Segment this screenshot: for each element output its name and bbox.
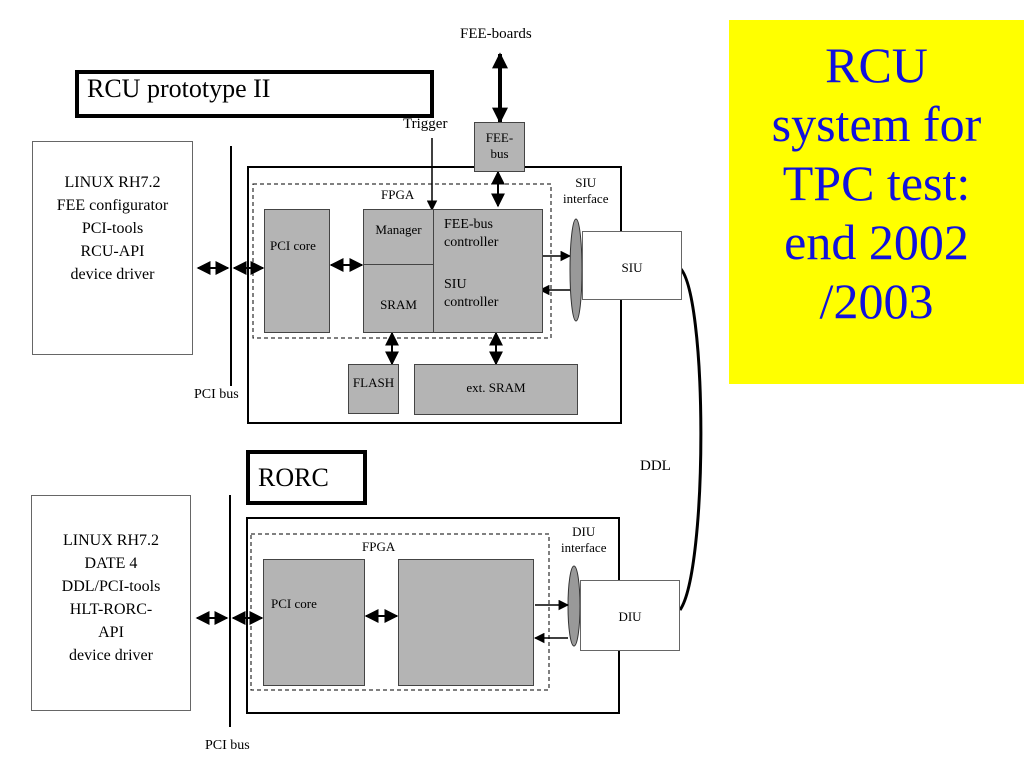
rcu-host-line: FEE configurator [56, 197, 169, 214]
rcu-host-line: device driver [70, 266, 155, 283]
rcu-pci-core-box: PCI core [264, 209, 330, 333]
siu-controller-line: controller [444, 295, 499, 310]
rorc-host-line: DATE 4 [84, 555, 138, 572]
rcu-host-line: PCI-tools [81, 220, 144, 237]
rcu-host-box: LINUX RH7.2 FEE configurator PCI-tools R… [32, 141, 193, 355]
fee-boards-label: FEE-boards [460, 26, 532, 42]
rorc-fpga-label: FPGA [362, 539, 396, 554]
fee-bus-box: FEE- bus [474, 122, 525, 172]
ext-sram-box: ext. SRAM [414, 364, 578, 415]
rorc-host-line: LINUX RH7.2 [63, 532, 159, 549]
siu-label: SIU [621, 260, 643, 275]
rorc-host-line: DDL/PCI-tools [61, 578, 161, 595]
sram-box: SRAM [363, 264, 434, 333]
fee-bus-controller-line: FEE-bus [444, 217, 493, 232]
siu-controller-line: SIU [444, 277, 467, 292]
rcu-pci-core-label: PCI core [270, 238, 316, 253]
flash-box: FLASH [348, 364, 399, 414]
ddl-link-curve [677, 265, 703, 611]
rorc-pci-core-box: PCI core [263, 559, 365, 686]
sram-label: SRAM [380, 297, 417, 312]
siu-interface-line: SIU [575, 175, 597, 190]
fee-bus-line: FEE- [485, 130, 514, 145]
rorc-host-line: HLT-RORC- [69, 601, 153, 618]
siu-interface-label: SIU interface [563, 175, 608, 207]
headline-line: system for [771, 96, 982, 152]
ddl-label: DDL [640, 458, 671, 474]
headline-panel: RCU system for TPC test: end 2002 /2003 [729, 20, 1024, 384]
rcu-fpga-label: FPGA [381, 187, 415, 202]
headline-line: TPC test: [782, 155, 971, 211]
trigger-label: Trigger [403, 116, 448, 132]
rcu-host-line: LINUX RH7.2 [64, 174, 161, 191]
diu-interface-label: DIU interface [561, 524, 606, 556]
siu-interface-line: interface [563, 191, 609, 206]
flash-label: FLASH [352, 375, 395, 390]
rcu-host-line: RCU-API [80, 243, 145, 260]
rorc-pci-bus-label: PCI bus [205, 738, 250, 753]
headline-line: end 2002 [784, 214, 969, 270]
diu-box: DIU [580, 580, 680, 651]
rorc-pci-core-label: PCI core [271, 596, 317, 611]
diu-interface-line: DIU [572, 524, 596, 539]
rcu-prototype-title: RCU prototype II [75, 70, 434, 118]
rcu-pci-bus-label: PCI bus [194, 387, 239, 402]
manager-label: Manager [375, 222, 422, 237]
manager-box: Manager [363, 209, 434, 265]
diu-interface-line: interface [561, 540, 607, 555]
ext-sram-label: ext. SRAM [466, 380, 526, 395]
rorc-host-line: API [98, 624, 124, 641]
fee-bus-line: bus [490, 146, 509, 161]
diu-interface-ellipse [567, 565, 581, 647]
rorc-title: RORC [246, 450, 367, 505]
headline-line: /2003 [819, 273, 934, 329]
rorc-host-box: LINUX RH7.2 DATE 4 DDL/PCI-tools HLT-ROR… [31, 495, 191, 711]
controller-box: FEE-bus controller SIU controller [433, 209, 543, 333]
diu-label: DIU [618, 609, 642, 624]
rorc-host-line: device driver [69, 647, 153, 664]
headline-line: RCU [825, 37, 928, 93]
fee-bus-controller-line: controller [444, 235, 499, 250]
siu-interface-ellipse [569, 218, 583, 322]
siu-box: SIU [582, 231, 682, 300]
rorc-fpga-logic-box [398, 559, 534, 686]
